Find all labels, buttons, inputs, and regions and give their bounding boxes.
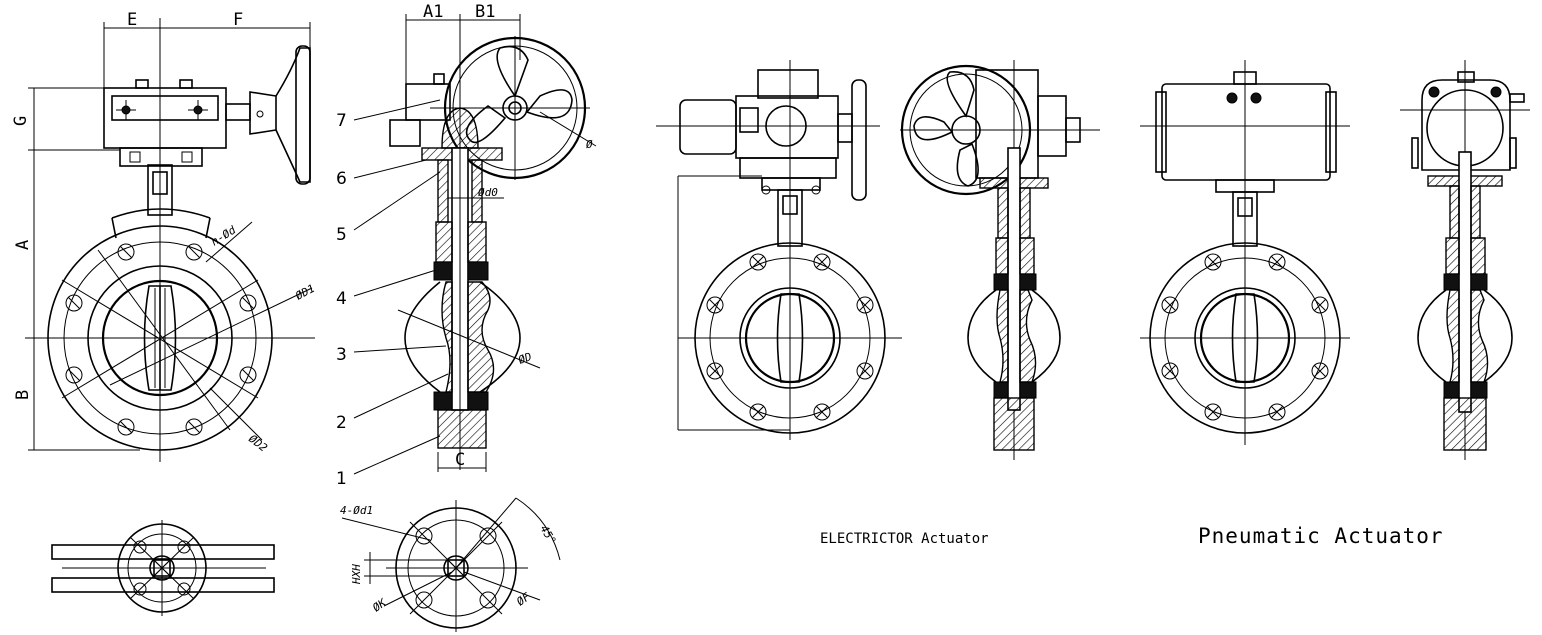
flange-bolt-holes xyxy=(65,243,257,436)
dim-phi-F: ØF xyxy=(514,590,533,608)
pneumatic-actuator-front xyxy=(1140,60,1350,445)
electric-actuator-front xyxy=(656,60,902,440)
caption-pneumatic-actuator: Pneumatic Actuator xyxy=(1198,524,1444,548)
callout-6: 6 xyxy=(336,169,347,189)
dim-phi-d0: Ød0 xyxy=(478,186,498,199)
pneumatic-actuator-side xyxy=(1400,60,1530,460)
dim-n-phi-d: n-Ød xyxy=(209,223,239,248)
dim-phi-D2: ØD2 xyxy=(246,432,270,455)
callout-7: 7 xyxy=(336,111,347,131)
section-view xyxy=(353,14,597,475)
dim-phi-K: ØK xyxy=(370,595,389,614)
callout-3: 3 xyxy=(336,345,347,365)
dim-B: B xyxy=(13,390,33,400)
dim-C: C xyxy=(455,450,465,470)
dim-phi: Ø xyxy=(586,138,593,151)
top-view xyxy=(51,520,275,616)
flange-pattern xyxy=(341,497,561,632)
front-view-gearbox xyxy=(25,18,315,462)
dim-45-deg: 45° xyxy=(537,523,558,547)
callout-1: 1 xyxy=(336,469,347,489)
dim-HXH: HXH xyxy=(350,564,363,585)
callout-5: 5 xyxy=(336,225,347,245)
electric-actuator-side xyxy=(900,60,1100,460)
callout-4: 4 xyxy=(336,289,347,309)
dim-E: E xyxy=(127,10,137,30)
dim-A: A xyxy=(13,240,33,250)
dim-B1: B1 xyxy=(475,2,495,22)
dim-4-phi-d1: 4-Ød1 xyxy=(340,504,373,517)
dim-phi-D1: ØD1 xyxy=(293,282,317,303)
dim-phi-D: ØD xyxy=(517,350,534,367)
callout-2: 2 xyxy=(336,413,347,433)
caption-electric-actuator: ELECTRICTOR Actuator xyxy=(820,531,989,547)
dim-A1: A1 xyxy=(423,2,443,22)
dim-G: G xyxy=(11,116,31,126)
dim-F: F xyxy=(233,10,243,30)
